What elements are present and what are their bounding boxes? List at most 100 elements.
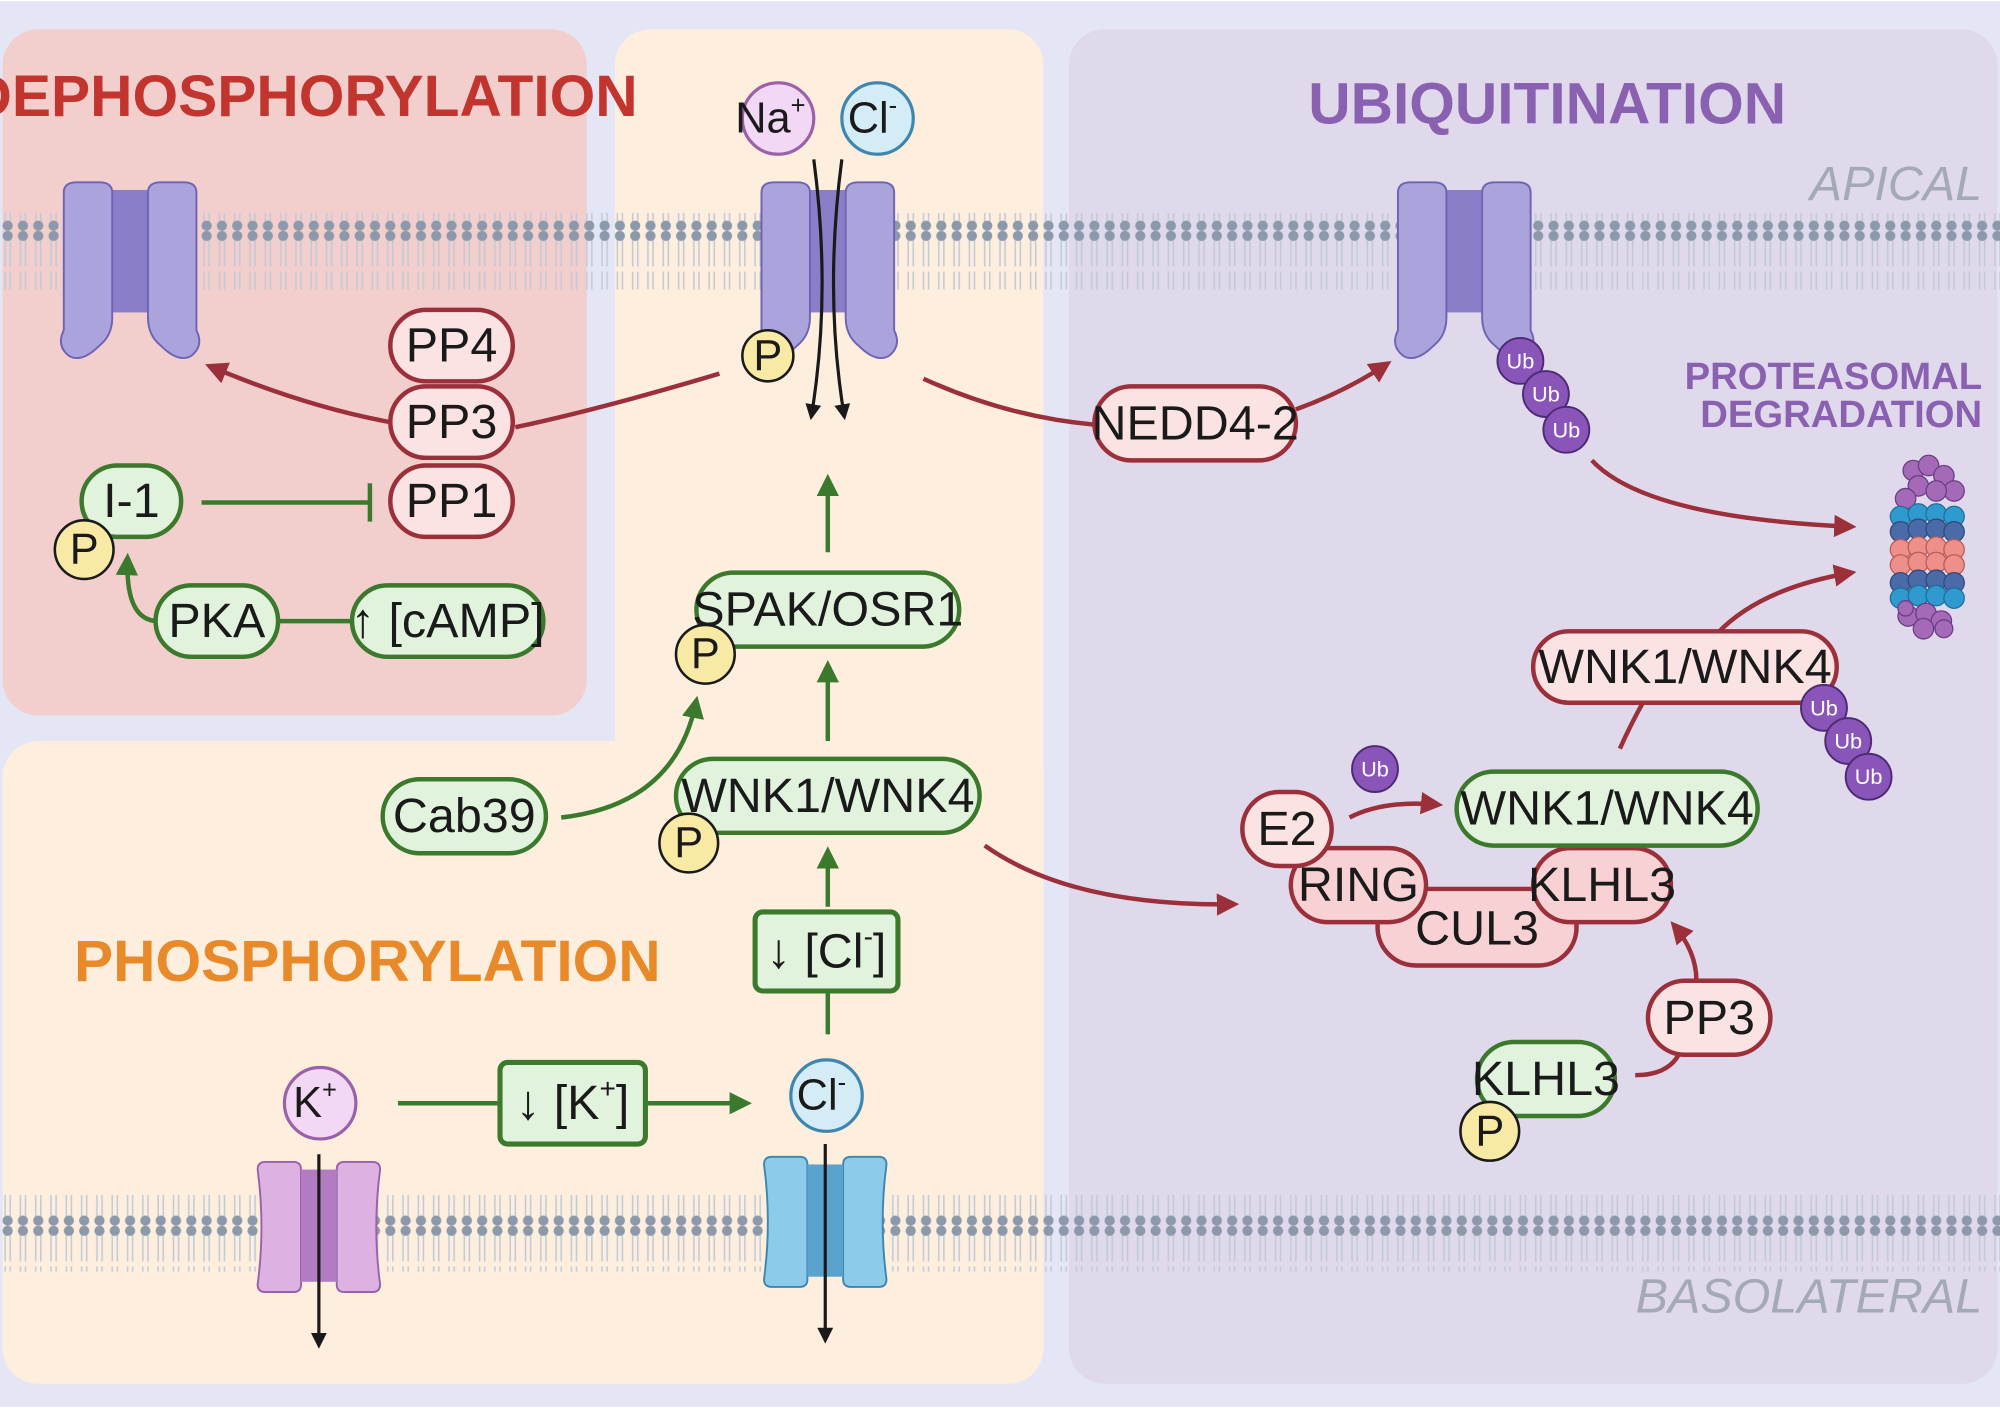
svg-text:Cl-: Cl-: [797, 1069, 846, 1120]
arrow-wnk-to-complex: [983, 843, 1240, 916]
node-nedd4-2: NEDD4-2: [1091, 384, 1299, 463]
line-wnk-to-wnk-ub: [1617, 701, 1645, 750]
svg-text:RING: RING: [1298, 858, 1419, 912]
svg-text:Ub: Ub: [1834, 728, 1862, 753]
node-i1: I-1: [79, 463, 184, 540]
svg-text:PP4: PP4: [406, 319, 498, 373]
ion-potassium: K+: [282, 1065, 358, 1141]
phospho-spak: P: [674, 623, 736, 685]
node-e2: E2: [1240, 789, 1334, 869]
arrow-ub-to-proteasome: [1590, 458, 1857, 538]
svg-text:K+: K+: [293, 1076, 337, 1127]
node-cul3: CUL3: [1375, 886, 1579, 968]
svg-text:Ub: Ub: [1532, 382, 1560, 407]
ion-sodium: Na+: [735, 81, 816, 156]
svg-text:SPAK/OSR1: SPAK/OSR1: [692, 583, 963, 637]
apical-membrane: [0, 212, 2000, 290]
phosphorylation-title: PHOSPHORYLATION: [74, 929, 661, 994]
transporter-dephosphorylated: [59, 181, 201, 360]
ion-path-na: [805, 159, 824, 421]
dephosphorylation-title: DEPHOSPHORYLATION: [0, 64, 638, 129]
svg-text:KLHL3: KLHL3: [1528, 858, 1676, 912]
svg-text:P: P: [674, 819, 703, 867]
apical-label: APICAL: [1807, 157, 1982, 211]
node-pp3: PP3: [388, 384, 515, 461]
node-pp3-right: PP3: [1645, 978, 1773, 1057]
ub-transporter-2: Ub: [1522, 370, 1570, 418]
ion-chloride-basolateral: Cl-: [789, 1058, 864, 1133]
svg-text:CUL3: CUL3: [1415, 901, 1539, 955]
node-cab39: Cab39: [380, 777, 549, 856]
svg-text:PKA: PKA: [168, 594, 266, 648]
svg-text:Ub: Ub: [1361, 757, 1389, 782]
svg-text:WNK1/WNK4: WNK1/WNK4: [681, 769, 974, 823]
transporter-ncc-center: [757, 181, 898, 360]
node-pka: PKA: [153, 583, 281, 660]
svg-text:P: P: [753, 332, 782, 380]
arrow-pp3-left: [205, 362, 391, 425]
node-cl-low: ↓ [Cl-]: [752, 909, 901, 994]
node-spak-osr1: SPAK/OSR1: [692, 570, 963, 649]
node-klhl3-phospho: KLHL3: [1472, 1039, 1620, 1119]
arrow-e2-to-wnk: [1348, 792, 1444, 820]
svg-text:Cab39: Cab39: [393, 789, 536, 843]
phospho-transporter: P: [741, 329, 795, 383]
svg-text:E2: E2: [1257, 802, 1316, 856]
ub-transporter-3: Ub: [1542, 405, 1591, 454]
svg-text:WNK1/WNK4: WNK1/WNK4: [1460, 782, 1753, 836]
arrow-pp3-to-klhl3: [1670, 921, 1699, 981]
arrow-pp3-to-left-transporter: [514, 371, 721, 430]
proteasomal-label: PROTEASOMAL: [1685, 355, 1983, 398]
svg-text:Cl-: Cl-: [848, 92, 897, 143]
phospho-wnk: P: [658, 812, 720, 874]
ub-free: Ub: [1351, 745, 1399, 793]
svg-text:P: P: [691, 630, 720, 678]
svg-text:↓ [K+]: ↓ [K+]: [516, 1072, 629, 1130]
svg-text:WNK1/WNK4: WNK1/WNK4: [1538, 640, 1831, 694]
svg-text:I-1: I-1: [103, 474, 160, 528]
ubiquitination-title: UBIQUITINATION: [1308, 72, 1786, 137]
ub-transporter-1: Ub: [1496, 336, 1545, 385]
ion-path-cl: [831, 159, 851, 421]
ub-wnk-3: Ub: [1844, 752, 1893, 801]
node-ring: RING: [1288, 845, 1429, 925]
node-k-low: ↓ [K+]: [497, 1059, 648, 1147]
svg-text:Ub: Ub: [1855, 764, 1883, 789]
connectors: [115, 360, 1857, 1115]
transporter-ubiquitinated: [1394, 181, 1535, 360]
svg-text:PP1: PP1: [406, 474, 498, 528]
svg-text:KLHL3: KLHL3: [1472, 1052, 1620, 1106]
svg-text:NEDD4-2: NEDD4-2: [1091, 396, 1298, 450]
svg-text:Ub: Ub: [1507, 348, 1535, 373]
svg-text:P: P: [70, 526, 99, 574]
svg-text:PP3: PP3: [1663, 991, 1755, 1045]
ub-wnk-2: Ub: [1824, 717, 1873, 765]
degradation-label: DEGRADATION: [1700, 393, 1982, 436]
svg-text:↓ [Cl-]: ↓ [Cl-]: [767, 921, 887, 979]
svg-text:Ub: Ub: [1552, 417, 1580, 442]
node-wnk-right: WNK1/WNK4: [1454, 769, 1760, 848]
node-wnk-center: WNK1/WNK4: [673, 756, 982, 836]
svg-text:PP3: PP3: [406, 395, 498, 449]
svg-text:↑ [cAMP]: ↑ [cAMP]: [351, 594, 545, 648]
node-klhl3-complex: KLHL3: [1528, 845, 1676, 925]
chloride-channel: [763, 1155, 888, 1288]
ub-wnk-1: Ub: [1800, 683, 1848, 732]
arrow-wnk-ub-to-proteasome: [1715, 564, 1857, 636]
node-pp1: PP1: [388, 463, 515, 540]
arrow-nedd4-2-to-ub-transporter: [1295, 360, 1392, 412]
arrow-cab39-to-spak: [560, 695, 704, 820]
ion-chloride-apical: Cl-: [840, 81, 915, 156]
phospho-klhl3: P: [1459, 1100, 1521, 1162]
svg-text:Ub: Ub: [1810, 695, 1838, 720]
phospho-i1: P: [53, 519, 115, 581]
node-camp: ↑ [cAMP]: [349, 583, 546, 660]
arrow-pka-to-i1: [115, 552, 159, 624]
node-pp4: PP4: [388, 307, 515, 384]
proteasome-icon: [1889, 454, 1965, 640]
basolateral-label: BASOLATERAL: [1636, 1269, 1982, 1323]
svg-text:P: P: [1475, 1107, 1504, 1155]
ubiquitination-panel: [1068, 29, 1998, 1384]
svg-text:Na+: Na+: [735, 92, 805, 143]
